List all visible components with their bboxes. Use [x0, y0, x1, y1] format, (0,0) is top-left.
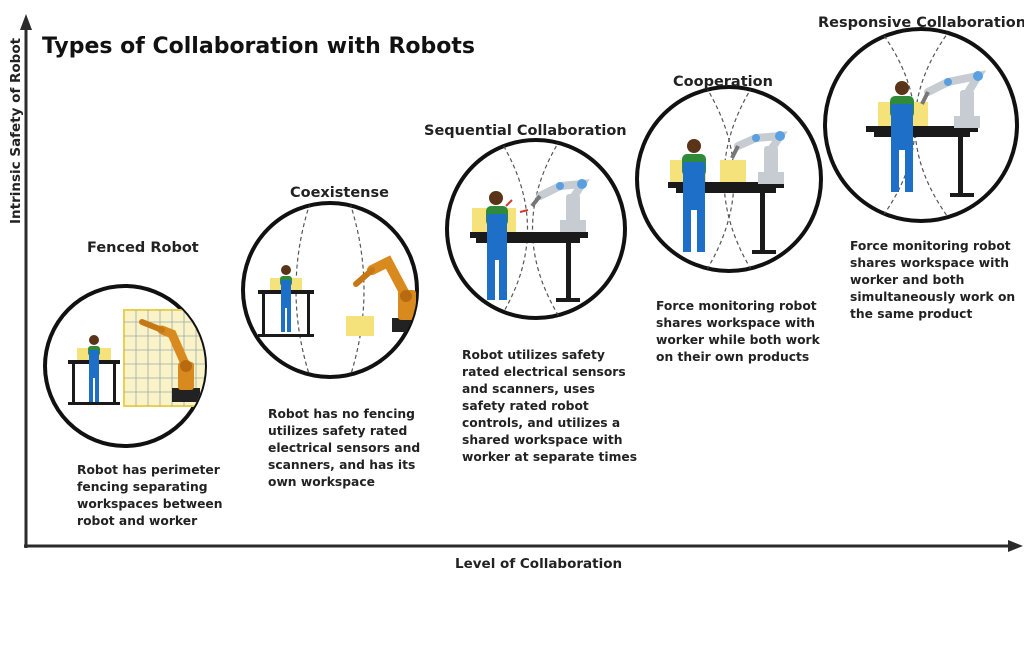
description-line: electrical sensors and: [268, 441, 421, 455]
description-line: the same product: [850, 307, 973, 321]
worker-icon: [470, 191, 588, 302]
stage-description-coexistense: Robot has no fencing utilizes safety rat…: [268, 406, 420, 491]
description-line: utilizes safety rated: [268, 424, 408, 438]
workspace-boundary: [295, 203, 311, 377]
description-line: safety rated robot: [462, 399, 589, 413]
description-line: shares workspace with: [850, 256, 1009, 270]
description-line: worker while both work: [656, 333, 820, 347]
y-axis-label: Intrinsic Safety of Robot: [8, 37, 24, 224]
stage-circle-cooperation: [635, 85, 823, 273]
workspace-boundary: [705, 87, 735, 271]
stage-description-responsive-collaboration: Force monitoring robot shares workspace …: [850, 238, 1015, 323]
description-line: shares workspace with: [656, 316, 815, 330]
description-line: shared workspace with: [462, 433, 623, 447]
description-line: simultaneously work on: [850, 290, 1016, 304]
x-axis-label: Level of Collaboration: [455, 556, 623, 572]
description-line: workspaces between: [77, 497, 223, 511]
stage-description-sequential-collaboration: Robot utilizes safety rated electrical s…: [462, 347, 637, 466]
stage-circle-sequential-collaboration: [445, 138, 627, 320]
workspace-boundary: [349, 203, 365, 377]
description-line: on their own products: [656, 350, 810, 364]
description-line: Robot has no fencing: [268, 407, 415, 421]
description-line: Robot has perimeter: [77, 463, 220, 477]
x-axis-arrow: [1008, 540, 1023, 552]
description-line: controls, and utilizes a: [462, 416, 621, 430]
product-box-icon: [346, 316, 374, 336]
description-line: Force monitoring robot: [656, 299, 817, 313]
cobot-icon: [730, 131, 788, 184]
workspace-boundary: [914, 29, 951, 221]
stage-title-coexistense: Coexistense: [290, 185, 389, 201]
warning-arrows-icon: [505, 199, 529, 213]
description-line: own workspace: [268, 475, 375, 489]
description-line: rated electrical sensors: [462, 365, 626, 379]
description-line: scanners, and has its: [268, 458, 416, 472]
stage-title-fenced-robot: Fenced Robot: [87, 240, 199, 256]
description-line: worker and both: [850, 273, 965, 287]
worker-icon: [258, 265, 314, 337]
workspace-boundary: [499, 140, 528, 318]
worker-icon: [68, 335, 120, 405]
diagram-title: Types of Collaboration with Robots: [42, 34, 475, 59]
description-line: Force monitoring robot: [850, 239, 1011, 253]
stage-description-cooperation: Force monitoring robot shares workspace …: [656, 298, 820, 366]
description-line: and scanners, uses: [462, 382, 595, 396]
cobot-icon: [920, 70, 987, 128]
workspace-boundary: [723, 87, 753, 271]
stage-circle-coexistense: [241, 201, 419, 379]
cobot-icon: [530, 179, 590, 232]
workspace-boundary: [532, 140, 561, 318]
workspace-boundary: [879, 29, 916, 221]
worker-icon: [668, 139, 784, 254]
stage-circle-fenced-robot: [43, 284, 207, 448]
description-line: worker at separate times: [462, 450, 638, 464]
stage-title-cooperation: Cooperation: [673, 74, 773, 90]
description-line: Robot utilizes safety: [462, 348, 605, 362]
axes: [20, 14, 1023, 552]
stage-title-sequential-collaboration: Sequential Collaboration: [424, 123, 627, 139]
industrial-robot-icon: [139, 319, 200, 402]
worker-icon: [866, 81, 978, 197]
description-line: robot and worker: [77, 514, 198, 528]
y-axis-arrow: [20, 14, 32, 30]
stage-description-fenced-robot: Robot has perimeter fencing separating w…: [77, 462, 223, 530]
description-line: fencing separating: [77, 480, 208, 494]
stage-title-responsive-collaboration: Responsive Collaboration: [818, 15, 1024, 31]
stage-circle-responsive-collaboration: [823, 27, 1019, 223]
